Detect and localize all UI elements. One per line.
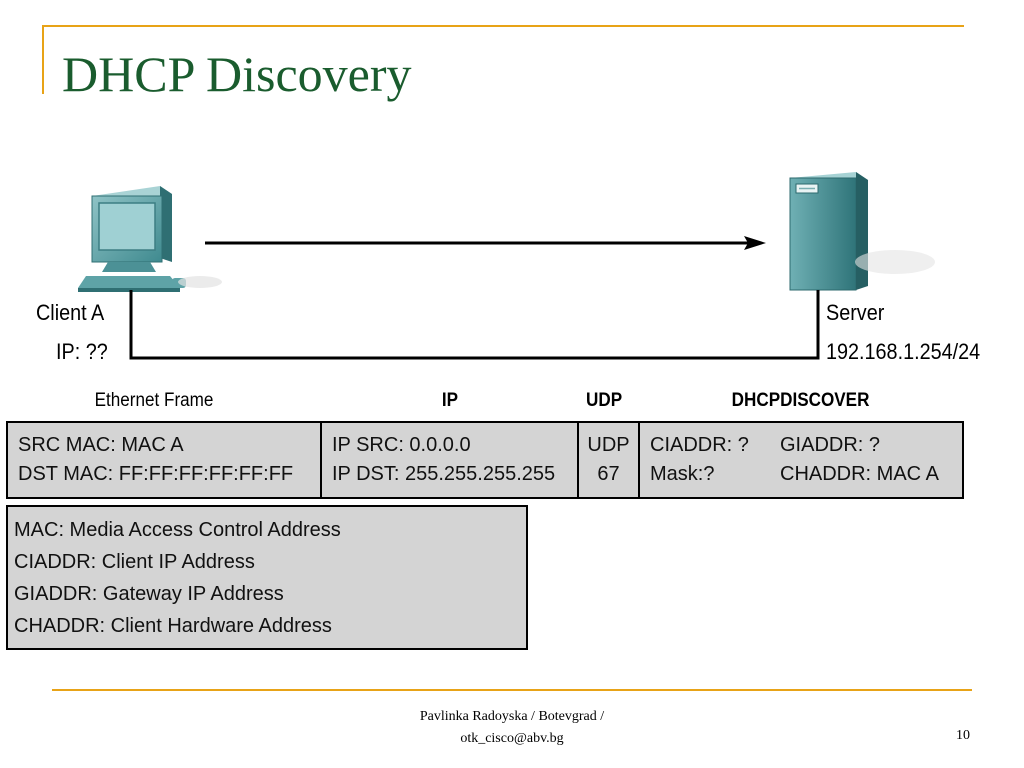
slide-title: DHCP Discovery [62, 46, 412, 102]
footer-line-2: otk_cisco@abv.bg [460, 731, 564, 746]
frame-cell-ethernet: SRC MAC: MAC A DST MAC: FF:FF:FF:FF:FF:F… [8, 423, 322, 497]
frame-udp-port: 67 [597, 463, 620, 485]
network-diagram [78, 172, 935, 360]
client-ip: IP: ?? [56, 339, 108, 364]
desktop-computer-icon [78, 186, 222, 292]
client-name: Client A [36, 300, 105, 325]
header-ethernet-frame: Ethernet Frame [94, 390, 214, 411]
page-number: 10 [956, 728, 970, 743]
frame-ip-src: IP SRC: 0.0.0.0 [332, 434, 471, 456]
frame-dst-mac: DST MAC: FF:FF:FF:FF:FF:FF [18, 463, 294, 485]
frame-table: SRC MAC: MAC A DST MAC: FF:FF:FF:FF:FF:F… [6, 421, 964, 499]
title-accent-vertical [42, 26, 44, 94]
discover-arrow [205, 236, 766, 250]
legend-item: CHADDR: Client Hardware Address [14, 615, 332, 637]
header-dhcpdiscover: DHCPDISCOVER [731, 390, 870, 411]
frame-ip-dst: IP DST: 255.255.255.255 [332, 463, 556, 485]
network-link [129, 290, 820, 360]
server-tower-icon [789, 172, 935, 291]
header-udp: UDP [586, 390, 623, 411]
abbreviation-legend: MAC: Media Access Control Address CIADDR… [6, 505, 528, 650]
server-name: Server [826, 300, 885, 325]
frame-mask: Mask:? [650, 463, 715, 485]
frame-cell-ip: IP SRC: 0.0.0.0 IP DST: 255.255.255.255 [322, 423, 579, 497]
title-accent-horizontal [42, 25, 964, 27]
frame-cell-udp: UDP 67 [579, 423, 640, 497]
legend-item: CIADDR: Client IP Address [14, 551, 255, 573]
header-ip: IP [441, 390, 459, 411]
frame-chaddr: CHADDR: MAC A [780, 463, 939, 485]
frame-giaddr: GIADDR: ? [780, 434, 881, 456]
legend-item: GIADDR: Gateway IP Address [14, 583, 284, 605]
footer-author: Pavlinka Radoyska / Botevgrad / otk_cisc… [340, 706, 684, 750]
legend-item: MAC: Media Access Control Address [14, 519, 341, 541]
frame-udp-label: UDP [587, 434, 630, 456]
footer-line-1: Pavlinka Radoyska / Botevgrad / [419, 709, 605, 724]
server-ip: 192.168.1.254/24 [826, 339, 981, 364]
frame-cell-dhcp: CIADDR: ? Mask:? GIADDR: ? CHADDR: MAC A [640, 423, 962, 497]
frame-ciaddr: CIADDR: ? [650, 434, 749, 456]
frame-src-mac: SRC MAC: MAC A [18, 434, 184, 456]
footer-rule [52, 689, 972, 691]
